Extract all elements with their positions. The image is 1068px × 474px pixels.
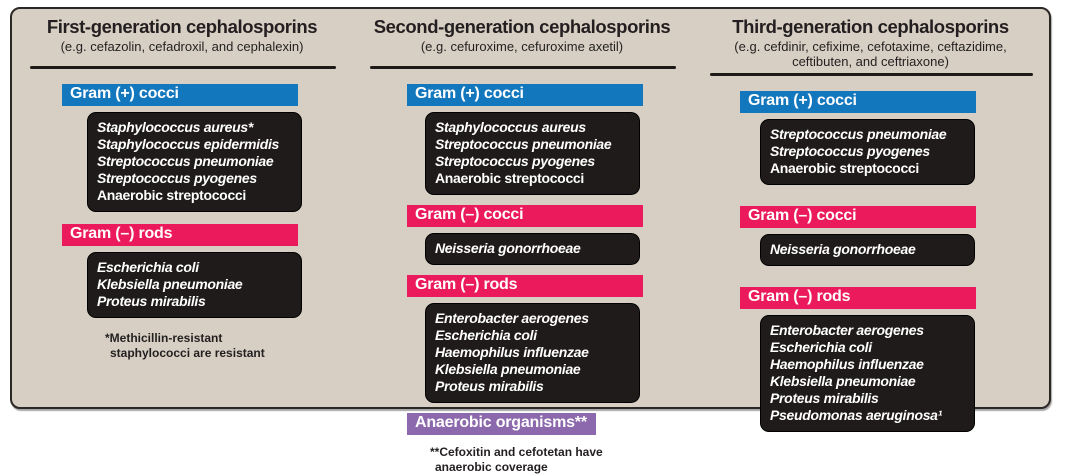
organism-item: Anaerobic streptococci: [97, 187, 293, 204]
gram-negative-rods-header: Gram (–) rods: [740, 287, 976, 309]
organism-list: Staphylococcus aureus* Staphylococcus ep…: [87, 112, 302, 212]
anaerobic-organisms-header: Anaerobic organisms**: [407, 413, 596, 435]
footnote-anaerobic-coverage: **Cefoxitin and cefotetan have anaerobic…: [430, 445, 692, 474]
column-title: Second-generation cephalosporins: [352, 16, 692, 38]
organism-item: Streptococcus pyogenes: [97, 170, 293, 187]
footnote-line: staphylococci are resistant: [105, 346, 352, 361]
gram-negative-cocci-header: Gram (–) cocci: [740, 206, 976, 228]
title-divider: [30, 66, 336, 69]
column-title: Third-generation cephalosporins: [692, 16, 1049, 38]
title-divider: [370, 66, 676, 69]
organism-item: Streptococcus pyogenes: [770, 143, 966, 160]
section-gram-negative-cocci: Gram (–) cocci Neisseria gonorrhoeae: [352, 205, 692, 265]
gram-negative-cocci-header: Gram (–) cocci: [407, 205, 643, 227]
organism-item: Proteus mirabilis: [770, 390, 966, 407]
footnote-methicillin-resistance: *Methicillin-resistant staphylococci are…: [105, 331, 352, 360]
organism-item: Enterobacter aerogenes: [770, 322, 966, 339]
organism-item: Haemophilus influenzae: [435, 344, 631, 361]
gram-positive-cocci-header: Gram (+) cocci: [407, 84, 643, 106]
organism-item: Klebsiella pneumoniae: [435, 361, 631, 378]
organism-item: Klebsiella pneumoniae: [97, 276, 293, 293]
footnote-line: **Cefoxitin and cefotetan have: [430, 445, 692, 460]
organism-list: Neisseria gonorrhoeae: [760, 234, 975, 266]
organism-list: Streptococcus pneumoniae Streptococcus p…: [760, 119, 975, 185]
section-gram-negative-rods: Gram (–) rods Escherichia coli Klebsiell…: [12, 224, 352, 318]
gram-positive-cocci-header: Gram (+) cocci: [62, 84, 298, 106]
organism-list: Enterobacter aerogenes Escherichia coli …: [760, 315, 975, 432]
organism-item: Staphylococcus aureus*: [97, 119, 293, 136]
section-gram-positive-cocci: Gram (+) cocci Staphylococcus aureus* St…: [12, 84, 352, 212]
organism-item: Proteus mirabilis: [97, 293, 293, 310]
organism-item: Proteus mirabilis: [435, 378, 631, 395]
organism-item: Pseudomonas aeruginosa¹: [770, 407, 966, 424]
gram-positive-cocci-header: Gram (+) cocci: [740, 91, 976, 113]
organism-item: Anaerobic streptococci: [770, 160, 966, 177]
organism-item: Escherichia coli: [770, 339, 966, 356]
section-gram-negative-cocci: Gram (–) cocci Neisseria gonorrhoeae: [692, 206, 1049, 266]
organism-item: Streptococcus pneumoniae: [770, 126, 966, 143]
organism-item: Escherichia coli: [97, 259, 293, 276]
organism-item: Klebsiella pneumoniae: [770, 373, 966, 390]
organism-item: Neisseria gonorrhoeae: [770, 241, 966, 258]
section-gram-negative-rods: Gram (–) rods Enterobacter aerogenes Esc…: [352, 275, 692, 403]
organism-list: Staphylococcus aureus Streptococcus pneu…: [425, 112, 640, 195]
organism-item: Enterobacter aerogenes: [435, 310, 631, 327]
title-divider: [710, 73, 1033, 76]
organism-item: Haemophilus influenzae: [770, 356, 966, 373]
organism-list: Enterobacter aerogenes Escherichia coli …: [425, 303, 640, 403]
organism-list: Escherichia coli Klebsiella pneumoniae P…: [87, 252, 302, 318]
column-third-generation: Third-generation cephalosporins (e.g. ce…: [692, 9, 1049, 407]
footnote-line: *Methicillin-resistant: [105, 331, 352, 346]
organism-item: Neisseria gonorrhoeae: [435, 240, 631, 257]
gram-negative-rods-header: Gram (–) rods: [62, 224, 298, 246]
column-second-generation: Second-generation cephalosporins (e.g. c…: [352, 9, 692, 407]
section-gram-positive-cocci: Gram (+) cocci Staphylococcus aureus Str…: [352, 84, 692, 195]
column-subtitle: (e.g. cefdinir, cefixime, cefotaxime, ce…: [692, 39, 1049, 69]
organism-item: Escherichia coli: [435, 327, 631, 344]
organism-item: Streptococcus pneumoniae: [97, 153, 293, 170]
column-first-generation: First-generation cephalosporins (e.g. ce…: [12, 9, 352, 407]
organism-list: Neisseria gonorrhoeae: [425, 233, 640, 265]
column-subtitle: (e.g. cefazolin, cefadroxil, and cephale…: [12, 39, 352, 54]
footnote-line: anaerobic coverage: [430, 460, 692, 474]
section-anaerobic-organisms: Anaerobic organisms**: [352, 413, 692, 435]
column-title: First-generation cephalosporins: [12, 16, 352, 38]
organism-item: Staphylococcus epidermidis: [97, 136, 293, 153]
cephalosporins-coverage-panel: First-generation cephalosporins (e.g. ce…: [10, 7, 1051, 409]
organism-item: Streptococcus pyogenes: [435, 153, 631, 170]
gram-negative-rods-header: Gram (–) rods: [407, 275, 643, 297]
organism-item: Staphylococcus aureus: [435, 119, 631, 136]
column-subtitle: (e.g. cefuroxime, cefuroxime axetil): [352, 39, 692, 54]
organism-item: Streptococcus pneumoniae: [435, 136, 631, 153]
organism-item: Anaerobic streptococci: [435, 170, 631, 187]
section-gram-negative-rods: Gram (–) rods Enterobacter aerogenes Esc…: [692, 287, 1049, 432]
section-gram-positive-cocci: Gram (+) cocci Streptococcus pneumoniae …: [692, 91, 1049, 185]
